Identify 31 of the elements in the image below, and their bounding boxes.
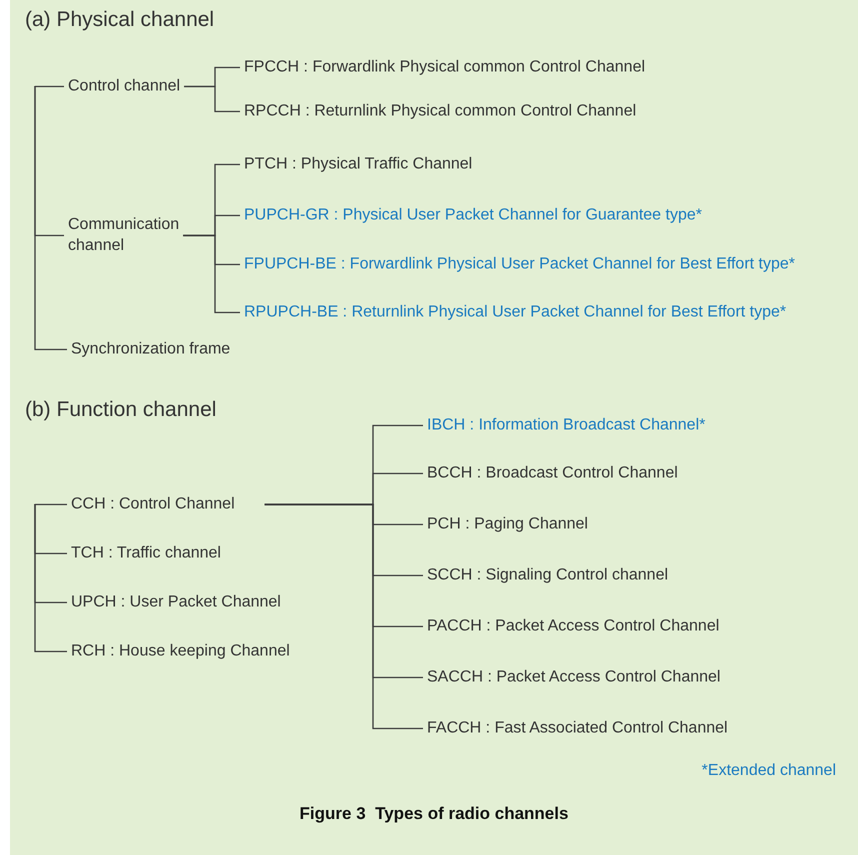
channel-name: Communication channel [68, 214, 188, 256]
channel-name: TCH : Traffic channel [71, 542, 221, 564]
channel-name: FPUPCH-BE : Forwardlink Physical User Packet Channel for Best Effort type* [244, 254, 796, 274]
connector-line [34, 504, 67, 652]
channel-name: CCH : Control Channel [71, 494, 235, 514]
channel-name: BCCH : Broadcast Control Channel [427, 462, 678, 484]
channel-name: Control channel [68, 76, 180, 96]
connector-line [34, 503, 67, 506]
channel-name: IBCH : Information Broadcast Channel* [427, 414, 706, 436]
connector-line [34, 85, 64, 88]
section-heading: (a) Physical channel [25, 8, 214, 32]
figure-caption: Figure 3 Types of radio channels [298, 804, 570, 824]
connector-line [184, 86, 240, 112]
channel-name: SACCH : Packet Access Control Channel [427, 666, 720, 688]
connector-line [183, 234, 240, 314]
channel-name: PUPCH-GR : Physical User Packet Channel for Guarantee type* [244, 204, 702, 226]
channel-name: SCCH : Signaling Control channel [427, 564, 668, 586]
channel-name: PTCH : Physical Traffic Channel [244, 154, 472, 174]
channel-name: FACCH : Fast Associated Control Channel [427, 718, 728, 738]
channel-name: PCH : Paging Channel [427, 514, 588, 534]
channel-name: RPUPCH-BE : Returnlink Physical User Packet Channel for Best Effort type* [244, 302, 786, 322]
connector-line [34, 86, 67, 350]
channel-name: Synchronization frame [71, 338, 230, 360]
channel-name: RPCCH : Returnlink Physical common Control Channel [244, 100, 636, 122]
channel-name: RCH : House keeping Channel [71, 640, 290, 662]
section-heading: (b) Function channel [25, 398, 216, 422]
channel-name: FPCCH : Forwardlink Physical common Control Channel [244, 56, 646, 78]
channel-name: PACCH : Packet Access Control Channel [427, 616, 720, 636]
footnote: *Extended channel [702, 762, 836, 780]
connector-line [264, 504, 423, 730]
channel-name: UPCH : User Packet Channel [71, 592, 281, 612]
